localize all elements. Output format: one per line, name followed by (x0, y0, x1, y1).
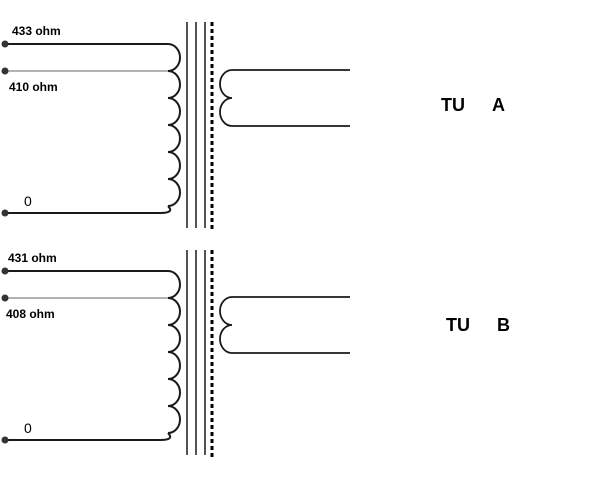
terminal-dot (1, 267, 9, 275)
primary-bottom-wire-a (5, 205, 172, 214)
tap-label-mid-a: 410 ohm (9, 80, 58, 94)
primary-bottom-wire-b (5, 432, 172, 441)
terminal-dot (1, 436, 9, 444)
primary-coil-b (167, 297, 181, 434)
secondary-coil-a (219, 69, 350, 127)
primary-coil-a (167, 70, 181, 207)
tap-label-mid-b: 408 ohm (6, 307, 55, 321)
terminal-dot (1, 294, 9, 302)
transformer-letter-b: B (497, 315, 510, 335)
tap-label-top-a: 433 ohm (12, 24, 61, 38)
terminal-dot (1, 40, 9, 48)
transformer-name-b: TU (446, 315, 470, 335)
transformer-letter-a: A (492, 95, 505, 115)
transformer-b: 431 ohm 408 ohm 0 TU B (1, 250, 510, 458)
primary-top-wire-a (5, 43, 181, 72)
transformer-a: 433 ohm 410 ohm 0 TU A (1, 22, 505, 230)
tap-label-zero-a: 0 (24, 193, 32, 209)
secondary-coil-b (219, 296, 350, 354)
tap-label-zero-b: 0 (24, 420, 32, 436)
terminal-dot (1, 67, 9, 75)
terminal-dot (1, 209, 9, 217)
tap-label-top-b: 431 ohm (8, 251, 57, 265)
primary-top-wire-b (5, 270, 181, 299)
transformer-name-a: TU (441, 95, 465, 115)
